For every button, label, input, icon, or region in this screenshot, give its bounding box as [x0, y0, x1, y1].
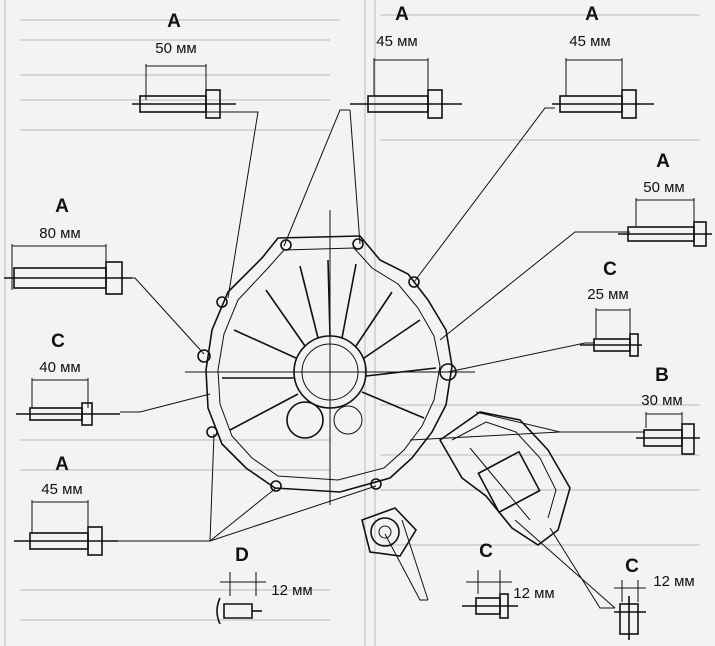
bolt-a-45-top-mid: A 45 мм — [350, 4, 462, 119]
leader-lines — [115, 107, 645, 609]
callout-dimension: 25 мм — [587, 286, 628, 303]
callout-dimension: 40 мм — [39, 359, 80, 376]
bracket-lower — [361, 507, 418, 557]
callout-letter: B — [655, 365, 669, 386]
callout-letter: A — [55, 454, 69, 475]
bolt-c-12-bottom-mid: C 12 мм — [462, 541, 555, 619]
bolt-a-50-top: A 50 мм — [132, 11, 236, 119]
callout-dimension: 30 мм — [641, 392, 682, 409]
callout-dimension: 12 мм — [271, 582, 312, 599]
callout-dimension: 12 мм — [653, 573, 694, 590]
bolt-a-80-left: A 80 мм — [4, 196, 132, 295]
bolt-c-40-left: C 40 мм — [16, 331, 120, 426]
bolt-d-12-bottom: D 12 мм — [216, 545, 313, 625]
callout-letter: A — [585, 4, 599, 25]
callout-letter: A — [395, 4, 409, 25]
bolt-a-50-right: A 50 мм — [618, 151, 712, 247]
callout-letter: D — [235, 545, 249, 566]
callout-dimension: 45 мм — [569, 33, 610, 50]
callout-dimension: 50 мм — [155, 40, 196, 57]
bolt-a-45-bottom-left: A 45 мм — [14, 454, 118, 556]
callout-dimension: 45 мм — [41, 481, 82, 498]
callout-letter: C — [625, 556, 639, 577]
callout-letter: A — [656, 151, 670, 172]
bolt-b-30-right: B 30 мм — [636, 365, 700, 455]
bolt-a-45-top-right: A 45 мм — [552, 4, 654, 119]
callout-letter: A — [167, 11, 181, 32]
bolt-c-25-right: C 25 мм — [580, 259, 642, 357]
callout-dimension: 50 мм — [643, 179, 684, 196]
callout-dimension: 12 мм — [513, 585, 554, 602]
starter-motor — [438, 411, 571, 546]
transmission-housing — [185, 210, 475, 505]
callout-letter: C — [603, 259, 617, 280]
callout-dimension: 80 мм — [39, 225, 80, 242]
callout-letter: C — [51, 331, 65, 352]
callout-letter: A — [55, 196, 69, 217]
bolt-c-12-bottom-right: C 12 мм — [614, 556, 695, 640]
callout-letter: C — [479, 541, 493, 562]
callout-dimension: 45 мм — [376, 33, 417, 50]
